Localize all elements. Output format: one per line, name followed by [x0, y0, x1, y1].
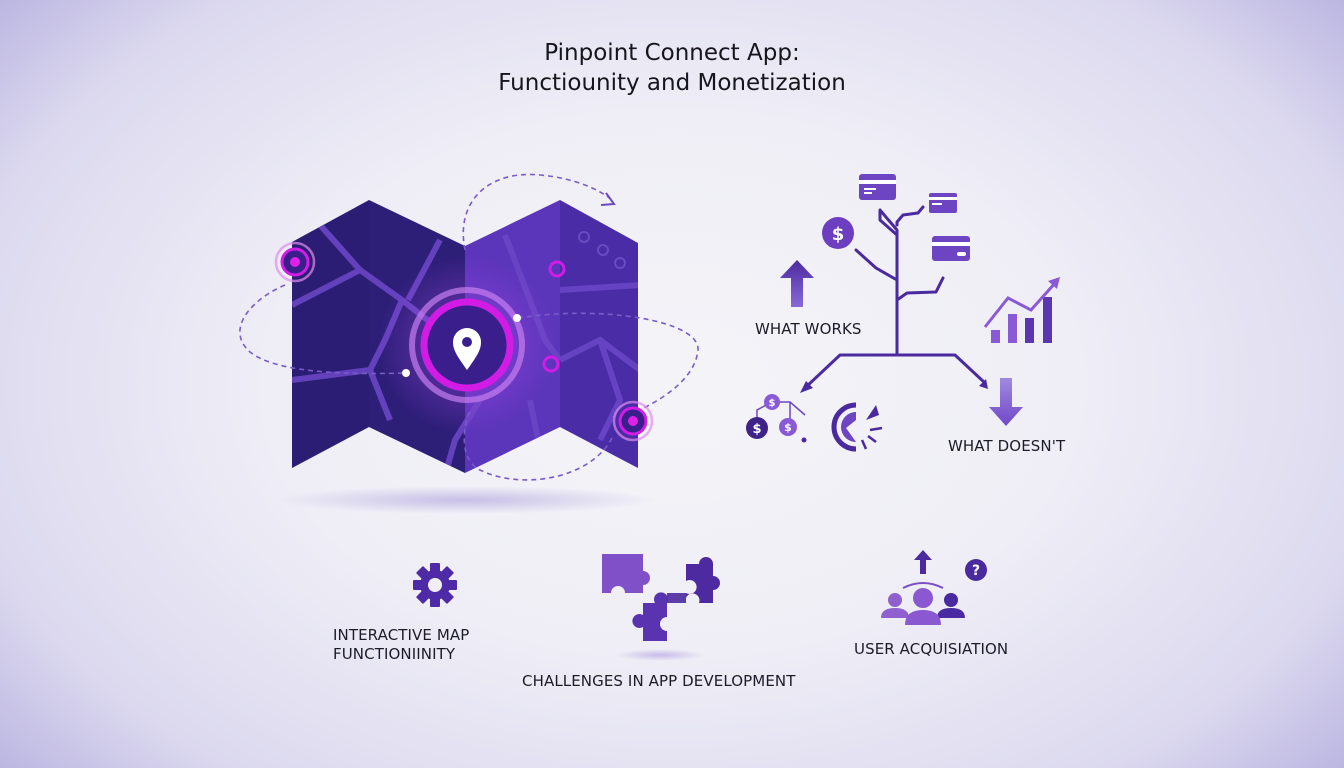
credit-card-small-icon: [929, 193, 957, 213]
puzzle-pieces-icon: [602, 554, 720, 661]
interactive-map-label: INTERACTIVE MAP FUNCTIONIINITY: [333, 626, 469, 664]
dollar-network-icon: $ $ $: [746, 394, 807, 443]
what-works-label: WHAT WORKS: [755, 320, 862, 338]
users-group-icon: ?: [881, 550, 987, 625]
broken-pie-icon: [831, 402, 883, 452]
arrow-up-icon: [914, 550, 932, 574]
location-pin-icon: [453, 328, 481, 370]
what-doesnt-label: WHAT DOESN'T: [948, 437, 1066, 455]
arrow-up-icon: [780, 260, 814, 307]
svg-text:$: $: [752, 422, 761, 437]
interactive-map-label-line-2: FUNCTIONIINITY: [333, 645, 456, 663]
interactive-map-label-line-1: INTERACTIVE MAP: [333, 626, 470, 644]
title-line-2: Functiounity and Monetization: [498, 70, 846, 96]
credit-card-alt-icon: [932, 236, 970, 261]
challenges-label: CHALLENGES IN APP DEVELOPMENT: [522, 672, 796, 690]
svg-text:$: $: [769, 398, 776, 409]
svg-text:?: ?: [972, 563, 980, 579]
credit-card-icon: [859, 174, 896, 200]
question-icon: [965, 559, 987, 581]
dollar-coin-icon: $: [822, 217, 854, 249]
svg-text:$: $: [832, 224, 845, 245]
arrow-down-icon: [989, 378, 1023, 426]
page-title: Pinpoint Connect App: Functiounity and M…: [0, 38, 1344, 98]
gear-icon: [413, 563, 457, 607]
growth-chart-icon: [983, 277, 1060, 343]
title-line-1: Pinpoint Connect App:: [544, 40, 800, 66]
user-acquisition-label: USER ACQUISIATION: [854, 640, 1009, 658]
svg-text:$: $: [784, 421, 792, 434]
target-outer-ring: [409, 287, 525, 403]
target-marker-icon: [274, 241, 316, 283]
target-marker-icon: [612, 400, 654, 442]
